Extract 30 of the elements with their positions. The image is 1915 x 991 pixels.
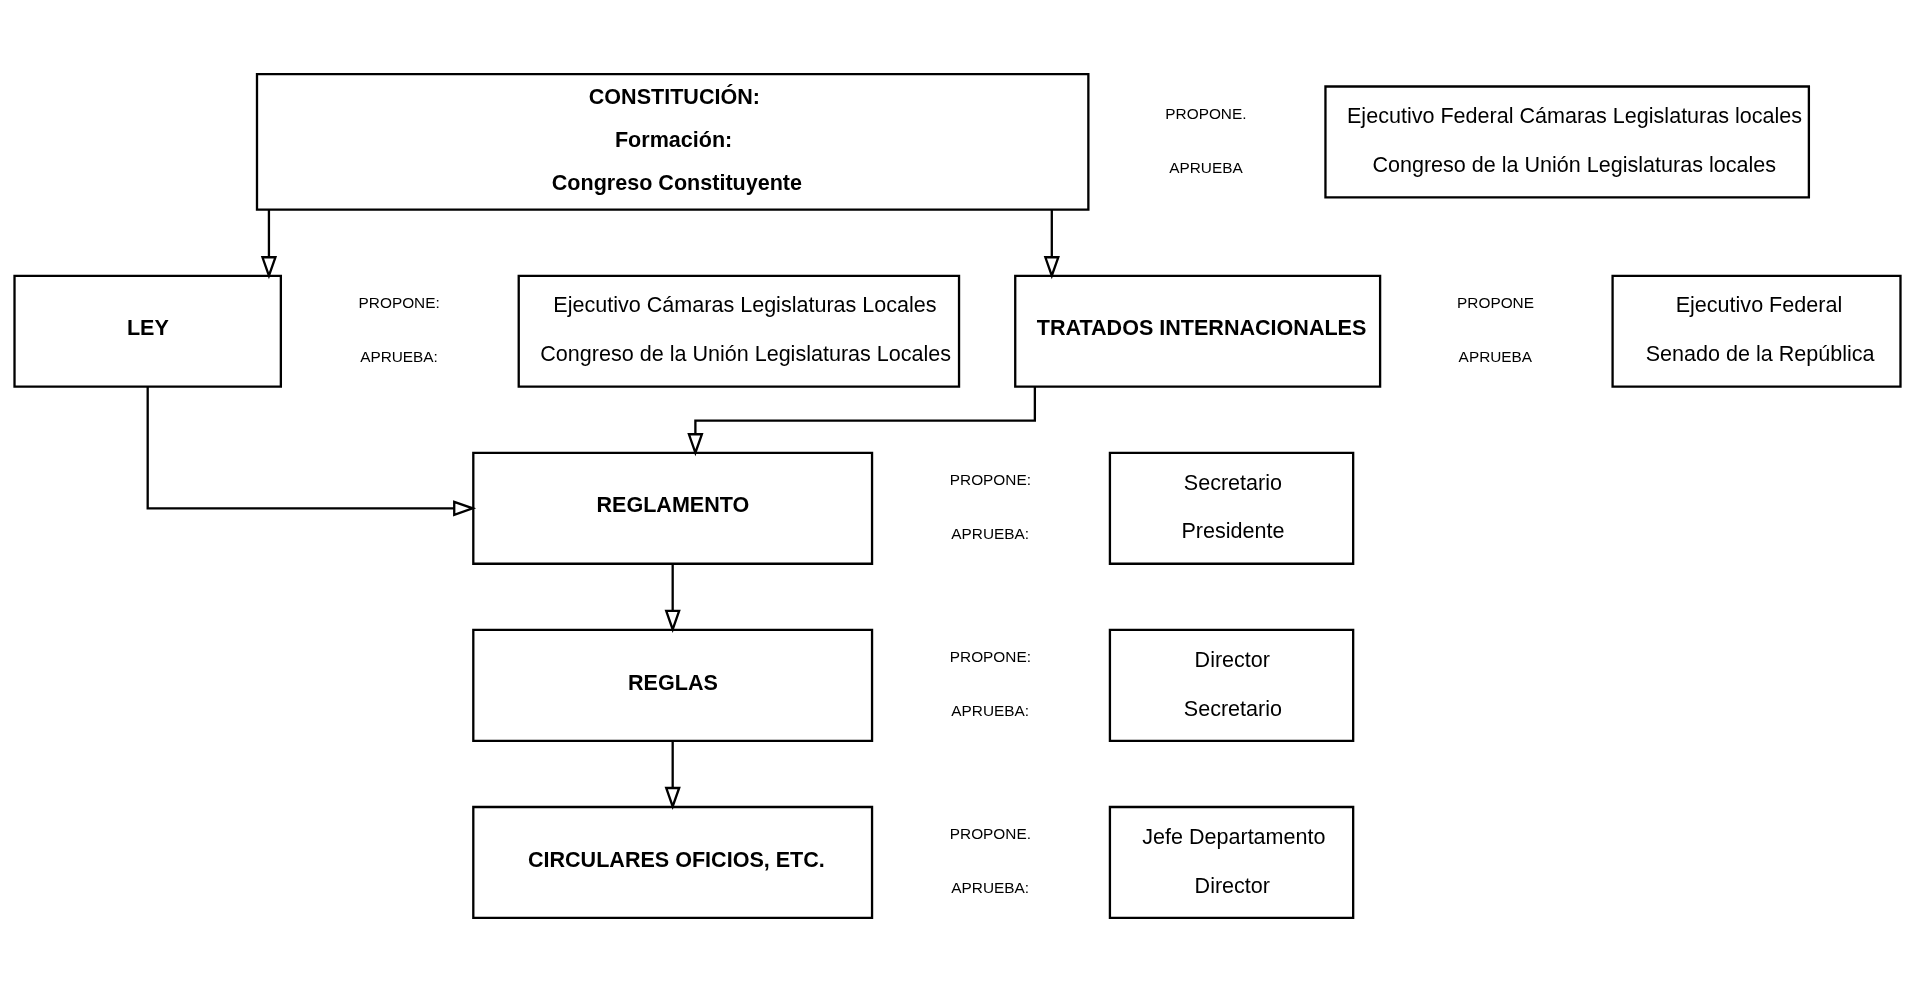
arrow <box>664 563 681 633</box>
arrow <box>146 386 477 516</box>
node-label: PROPONE <box>1457 293 1534 311</box>
arrow <box>664 740 681 810</box>
node-box: LEY <box>13 274 282 388</box>
node-box: Ejecutivo Cámaras Legislaturas Locales Congreso de la Unión Legislaturas Locales <box>517 274 961 388</box>
node-box: Ejecutivo Federal Cámaras Legislaturas locales Congreso de la Unión Legislaturas locales <box>1324 84 1811 198</box>
node-box: REGLAS <box>472 628 874 742</box>
node-label: PROPONE. <box>1165 104 1247 122</box>
arrow <box>1043 209 1060 279</box>
node-label: APRUEBA: <box>951 878 1030 896</box>
node-box: Director Secretario <box>1108 628 1355 742</box>
node-box: Secretario Presidente <box>1108 451 1355 565</box>
node-label: PROPONE: <box>358 293 440 311</box>
node-label: APRUEBA: <box>951 701 1030 719</box>
arrow <box>687 386 1036 456</box>
node-label: APRUEBA <box>1169 158 1243 176</box>
arrow <box>260 209 277 279</box>
node-label: PROPONE. <box>949 824 1031 842</box>
node-box: Ejecutivo Federal Senado de la República <box>1611 274 1902 388</box>
node-label: APRUEBA: <box>951 524 1030 542</box>
node-box: CONSTITUCIÓN: Formación: Congreso Constituyente <box>255 72 1090 211</box>
node-box: Jefe Departamento Director <box>1108 805 1355 919</box>
node-box: REGLAMENTO <box>472 451 874 565</box>
node-box: TRATADOS INTERNACIONALES <box>1014 274 1382 388</box>
node-label: PROPONE: <box>949 647 1031 665</box>
node-label: APRUEBA <box>1458 347 1533 365</box>
node-label: APRUEBA: <box>360 347 438 365</box>
node-label: PROPONE: <box>949 470 1031 488</box>
node-box: CIRCULARES OFICIOS, ETC. <box>472 805 874 919</box>
